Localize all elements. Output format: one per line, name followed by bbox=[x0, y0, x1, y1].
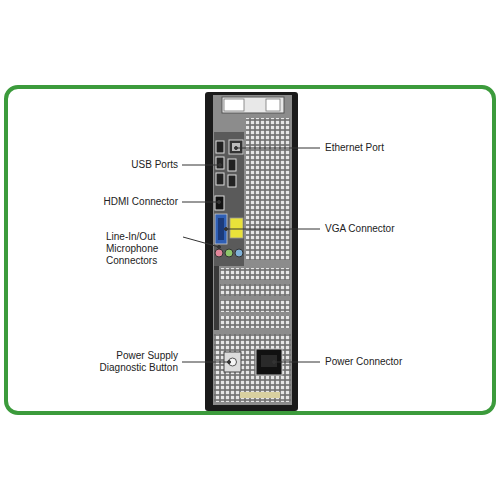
audio-jack bbox=[235, 249, 243, 257]
leader-lines bbox=[182, 147, 320, 364]
ethernet-port bbox=[229, 140, 243, 154]
hdmi-port bbox=[215, 196, 224, 210]
part-label: Power Connector bbox=[325, 356, 445, 368]
audio-jack bbox=[215, 249, 223, 257]
frame bbox=[6, 87, 494, 413]
part-label: Power Supply Diagnostic Button bbox=[84, 350, 178, 374]
vga-port bbox=[215, 214, 227, 244]
top-latch bbox=[222, 97, 284, 113]
psu-grille bbox=[214, 334, 291, 402]
io-plate bbox=[214, 132, 244, 266]
usb-ports bbox=[216, 141, 236, 187]
audio-jack bbox=[225, 249, 233, 257]
expansion-slots bbox=[214, 266, 290, 330]
chassis bbox=[205, 92, 298, 411]
part-label: USB Ports bbox=[90, 159, 178, 171]
yellow-plug bbox=[230, 218, 243, 238]
part-label: Line-In/Out Microphone Connectors bbox=[106, 231, 180, 267]
part-label: Ethernet Port bbox=[325, 142, 445, 154]
back-panel bbox=[213, 95, 292, 405]
part-label: HDMI Connector bbox=[80, 196, 178, 208]
part-label: VGA Connector bbox=[325, 223, 445, 235]
vent-grille bbox=[246, 118, 290, 260]
